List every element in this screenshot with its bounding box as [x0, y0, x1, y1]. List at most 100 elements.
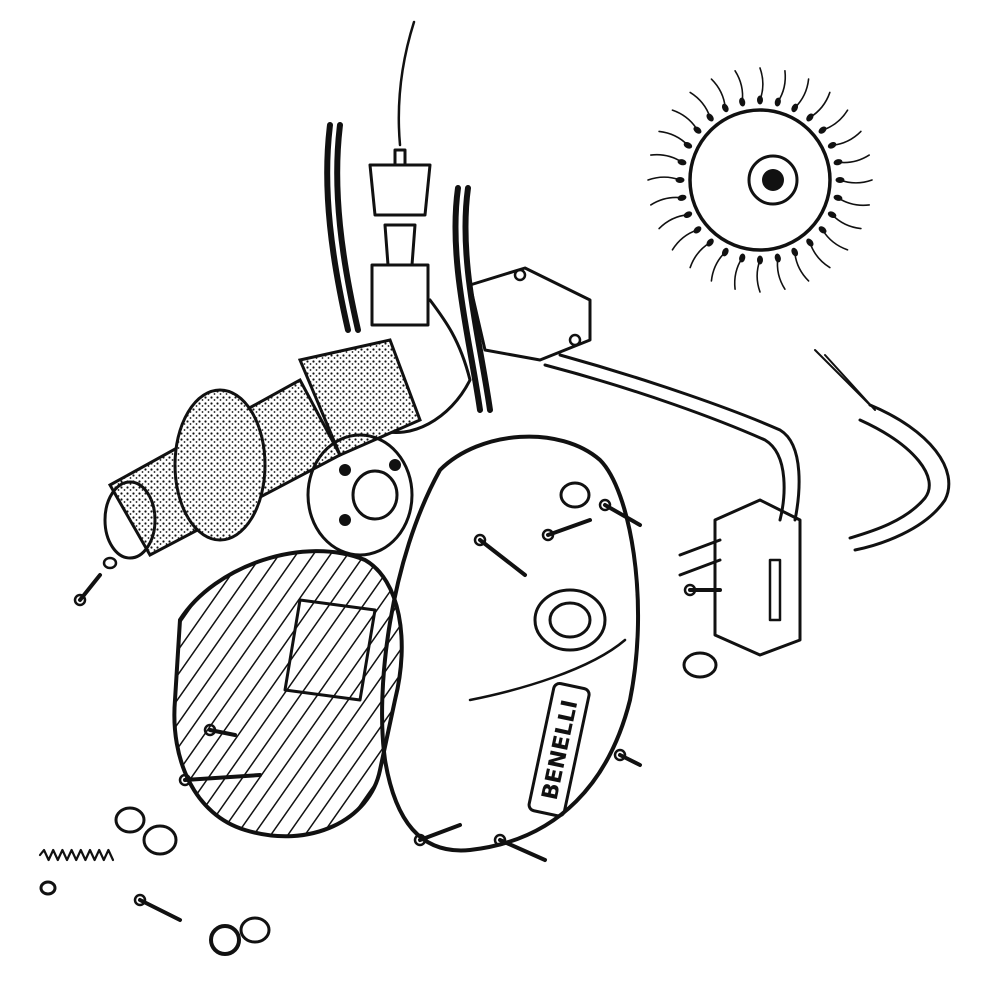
sun-ray: [650, 196, 683, 206]
sun-ray: [837, 154, 870, 164]
exhaust-outlet: [103, 480, 157, 560]
sun-ray: [809, 91, 831, 119]
screw-head: [178, 773, 192, 787]
sun-ray: [647, 176, 681, 181]
sun-ray-dot: [693, 126, 702, 134]
hardware: [39, 556, 718, 956]
screw: [618, 753, 642, 767]
sun-ray-dot: [739, 97, 746, 107]
fuel-hoses: [324, 122, 493, 413]
nut-knurled: [209, 924, 241, 956]
sun-ray: [689, 241, 711, 269]
sun-ray-dot: [706, 238, 714, 247]
screw-head: [473, 533, 487, 547]
spring-coil: [38, 848, 115, 862]
carburetor-top: [368, 163, 432, 217]
sun-ray: [776, 257, 786, 290]
sun-ray: [671, 229, 699, 251]
sun-ray: [658, 213, 689, 230]
screw: [603, 503, 642, 527]
sun-ray: [710, 251, 727, 282]
sun-ray: [793, 251, 810, 282]
sun-ray-dot: [806, 113, 814, 122]
sun-ray-dot: [835, 177, 845, 183]
sun-ray-dot: [675, 177, 685, 183]
sun-ray-dot: [833, 159, 843, 166]
sun-ray-dot: [706, 113, 714, 122]
ignition-coil: [678, 498, 802, 657]
sun-ray-dot: [721, 247, 729, 257]
sun-ray: [734, 70, 744, 103]
screw-head: [598, 498, 612, 512]
wiring-harness: [543, 349, 951, 552]
throttle-cable: [397, 20, 416, 147]
fuel-hose-left: [324, 122, 351, 333]
sun-ray: [793, 78, 810, 109]
sun-ray: [756, 259, 761, 293]
cylinder-head: [172, 549, 404, 839]
sun-inner-ring: [747, 154, 799, 206]
sun-ray-dot: [806, 238, 814, 247]
sun-ray: [689, 91, 711, 119]
screw: [418, 823, 462, 842]
sun-outer-ring: [688, 108, 832, 252]
screw: [546, 518, 592, 537]
flywheel: [306, 433, 414, 557]
screw-head: [493, 833, 507, 847]
sun-ray-dot: [827, 211, 837, 219]
sun-ray: [839, 179, 873, 184]
fuel-hose-right: [452, 185, 483, 413]
crankcase-cover: BENELLI: [380, 434, 641, 853]
exhaust-pipe: [103, 338, 422, 560]
sun-ray: [837, 197, 870, 207]
sun-ray-dot: [683, 211, 693, 219]
sun-ray-dot: [683, 141, 693, 149]
sun-ray: [658, 130, 689, 147]
sun-ray-dot: [721, 103, 729, 113]
exhaust-flange: [173, 388, 267, 542]
sun-ray-dot: [693, 226, 702, 234]
sun-ray-dot: [827, 141, 837, 149]
sun-ray-dot: [791, 103, 799, 113]
sun-ray: [831, 213, 862, 230]
sun-ray-dot: [818, 226, 827, 234]
sun-ray: [733, 257, 743, 290]
sun-ray-dot: [677, 159, 687, 166]
sun-ray: [710, 78, 727, 109]
sun-ray: [777, 70, 787, 103]
washer-round: [239, 916, 271, 944]
spring: [38, 848, 115, 862]
sun-ray: [821, 229, 849, 251]
screw: [183, 773, 262, 782]
screw-head: [413, 833, 427, 847]
nut-small: [39, 880, 57, 896]
sun-ray: [831, 130, 862, 147]
carburetor: [368, 20, 432, 327]
sun-ray-dot: [677, 194, 687, 201]
intake-manifold: [378, 266, 592, 435]
sun-ray-dot: [791, 247, 799, 257]
washer: [114, 806, 146, 834]
screw-head: [133, 893, 147, 907]
sun-ray-dot: [774, 97, 781, 107]
sun-ray-dot: [757, 255, 763, 265]
sun-ray-dot: [739, 253, 746, 263]
screw-head: [541, 528, 555, 542]
screw: [498, 838, 547, 862]
nut: [142, 824, 178, 856]
screw-head: [613, 748, 627, 762]
sun-ray: [759, 67, 764, 101]
screw-head: [683, 583, 697, 597]
sun-ray: [650, 153, 683, 163]
screw-head: [73, 593, 87, 607]
sun-ray: [671, 109, 699, 131]
sun-core: [762, 169, 784, 191]
screw: [478, 538, 527, 577]
sun-burst-icon: [647, 67, 873, 293]
sun-ray-dot: [818, 126, 827, 134]
sun-ray: [809, 241, 831, 269]
sun-ray-dot: [757, 95, 763, 105]
screws: [73, 498, 722, 922]
